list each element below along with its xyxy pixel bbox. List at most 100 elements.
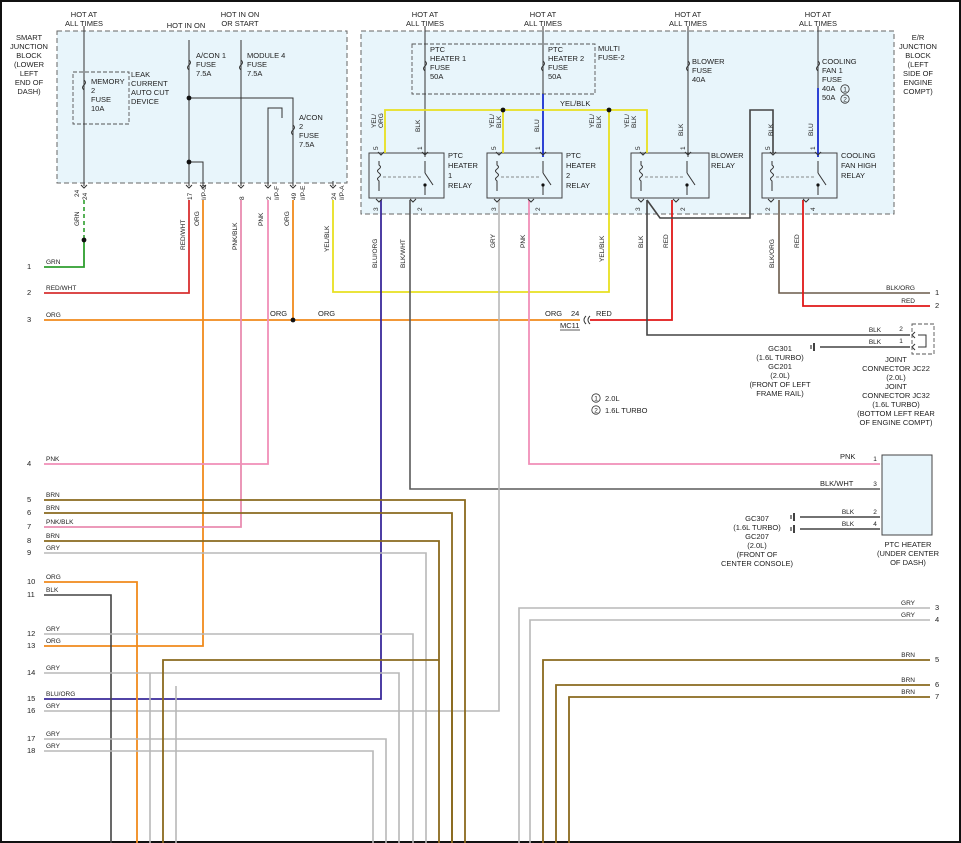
blower-relay-label: BLOWER [711,151,744,160]
brn-right-6 [555,684,930,843]
memory-fuse-label: 10A [91,104,104,113]
sjb-pin-label: 24 [331,192,338,200]
relay-pin-label: 3 [491,207,498,211]
heater-pin-label: 3 [873,481,877,488]
footnote-circle [591,405,601,415]
relay-pin-label: 2 [680,207,687,211]
red-wht-wire [44,200,190,294]
ptc1-fuse-label: 50A [430,72,443,81]
red-cooling-wire [802,200,930,307]
multi-fuse-box [411,43,596,95]
left-row-wire: BLK [46,587,59,594]
ground-gc301-label: (1.6L TURBO) [756,353,804,362]
sjb-title: BLOCK [16,51,41,60]
joint-connector-label: JOINT [885,382,907,391]
ground-gc307-label: GC307 [745,514,769,523]
wire-tag: GRN [74,211,81,226]
sjb-title: SMART [16,33,43,42]
relay-pin-label: 3 [635,207,642,211]
brn-loop-a [162,659,439,843]
symbols [80,59,918,533]
sjb-pin-label: 2 [266,196,273,200]
supply-label: HOT IN ON [167,21,206,30]
ptc2-fuse-label: 50A [548,72,561,81]
joint-pin-wire: BLK [869,339,882,346]
joint-pin-label: 1 [899,338,903,345]
connector-pin [639,151,647,156]
ptc-heater-label: (UNDER CENTER [877,549,940,558]
left-row-number: 5 [27,495,31,504]
module4-fuse-label: MODULE 4 [247,51,285,60]
relay-pin-label: 2 [535,207,542,211]
fuse-symbol [541,60,545,72]
right-row-number: 5 [935,655,939,664]
supply-label: HOT AT [675,10,702,19]
left-row-number: 11 [27,590,35,599]
heater-pin-wire: BLK [842,521,855,528]
left-row-number: 2 [27,288,31,297]
acon1-fuse-label: FUSE [196,60,216,69]
er-title: JUNCTION [899,42,937,51]
heater-pin-label: 2 [873,509,877,516]
relay-switch [686,172,696,186]
left-row-wire: ORG [46,638,61,645]
wire-tag: BLU [808,123,815,136]
footnote-number: 2 [843,97,847,104]
relay-coil [377,161,381,191]
left-row-wire: ORG [46,312,61,319]
wire-tag: PNK [258,212,265,226]
smart-junction-block [56,30,348,184]
ground-gc301-label: GC201 [768,362,792,371]
cooling-fuse-label: 40A [822,84,835,93]
brn-row5 [44,499,466,843]
sjb-pin-label: I/P-A [339,185,346,200]
ground-gc301-label: GC301 [768,344,792,353]
right-row-number: 1 [935,288,939,297]
footnote-number: 2 [594,408,598,415]
brn-row8 [44,540,440,843]
left-row-wire: BRN [46,492,60,499]
ground-gc307-label: (1.6L TURBO) [733,523,781,532]
relay-switch [424,172,434,186]
supply-label: ALL TIMES [799,19,837,28]
wire-tag: YEL/BLK [324,225,331,252]
connector-pin [495,151,503,156]
wire-tag: ORG [378,113,385,128]
bus-label: ORG [270,309,287,318]
sjb-title: (LOWER [14,60,45,69]
relay-pin-label: 2 [765,207,772,211]
left-row-wire: BRN [46,533,60,540]
org-row10 [44,581,138,843]
relay-coil [770,161,774,191]
gry-row18 [44,750,374,843]
legend-2-0l: 2.0L [605,394,620,403]
yel-blk-return [332,110,610,293]
cooling-fuse-label: FAN 1 [822,66,843,75]
relay-pin-label: 1 [810,146,817,150]
connector-pin [237,184,245,189]
left-row-wire: GRY [46,665,61,672]
cooling-fan-high-relay [761,152,838,199]
wire-tag: BLK [596,115,603,128]
right-row-number: 2 [935,301,939,310]
left-row-number: 17 [27,734,35,743]
connector-pin [329,184,337,189]
supply-label: ALL TIMES [65,19,103,28]
junction-dot [290,317,296,323]
junction-dot [500,107,506,113]
left-row-number: 12 [27,629,35,638]
joint-connector-label: CONNECTOR JC32 [862,391,930,400]
connector-pin [769,151,777,156]
connector-pin [409,198,417,203]
blk-org-wire [778,200,930,294]
ptc-heater-2-relay [486,152,563,199]
yel-blk-bus [384,109,648,153]
ptc2-relay-label: HEATER [566,161,596,170]
supply-label: HOT IN ON [221,10,260,19]
relay-contact [816,183,820,187]
joint-connector-label: CONNECTOR JC22 [862,364,930,373]
gry-right-3 [518,607,930,843]
relay-coil [639,161,643,191]
